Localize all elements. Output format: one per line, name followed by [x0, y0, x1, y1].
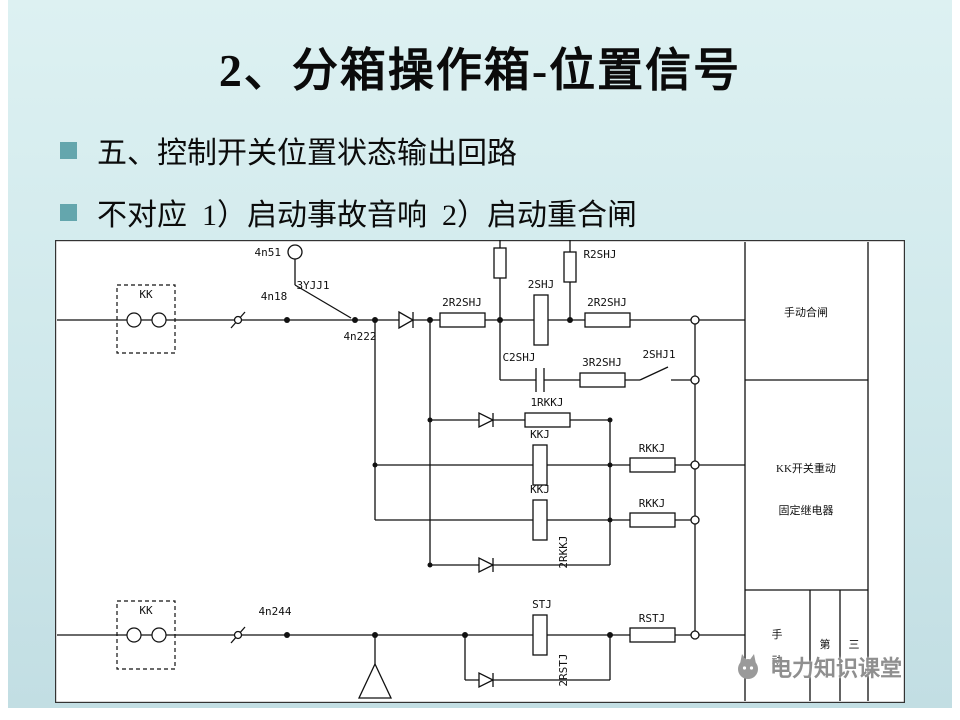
panel-label-kk-relay-line2: 固定继电器 — [779, 503, 834, 517]
panel-label-shou: 手 — [772, 627, 783, 641]
diagram-border — [55, 240, 905, 703]
label-1rkkj: 1RKKJ — [530, 396, 563, 409]
page-title: 2、分箱操作箱-位置信号 — [218, 45, 742, 96]
watermark-text: 电力知识课堂 — [770, 656, 903, 681]
label-4n51: 4n51 — [255, 246, 282, 259]
label-2r2shj-b: 2R2SHJ — [587, 296, 627, 309]
label-kkj-b: KKJ — [530, 483, 550, 496]
kk-switch-bottom — [116, 600, 176, 670]
label-kkj-a: KKJ — [530, 428, 550, 441]
label-4n18: 4n18 — [261, 290, 288, 303]
right-panel-labels: 手动合闸 KK开关重动 固定继电器 手 动 第 三 — [772, 305, 860, 667]
label-2rkkj: 2RKKJ — [557, 535, 570, 568]
label-4n222: 4n222 — [343, 330, 376, 343]
bullet-item-1: 五、控制开关位置状态输出回路 — [60, 128, 517, 172]
label-2rstj: 2RSTJ — [557, 653, 570, 686]
bullet-square-icon — [60, 203, 77, 221]
label-3yjj1: 3YJJ1 — [296, 279, 329, 292]
cat-logo-icon — [738, 654, 758, 679]
bullet-item-2: 不对应 1）启动事故音响 2）启动重合闸 — [60, 190, 637, 234]
label-kk-top: KK — [139, 288, 153, 301]
label-2shj: 2SHJ — [528, 278, 555, 291]
panel-label-san: 三 — [849, 639, 860, 651]
component-labels: 4n51 R2SHJ KK 3YJJ1 4n18 4n222 2R2SHJ 2S… — [139, 246, 675, 687]
panel-label-dong: 动 — [772, 654, 783, 667]
panel-label-kk-relay-line1: KK开关重动 — [776, 461, 836, 475]
label-2shj1: 2SHJ1 — [642, 348, 675, 361]
arrow-symbol — [357, 662, 393, 699]
label-kk-bottom: KK — [139, 604, 153, 617]
panel-label-manual-close: 手动合闸 — [784, 305, 828, 319]
label-rkkj-a: RKKJ — [639, 442, 666, 455]
label-2r2shj-a: 2R2SHJ — [442, 296, 482, 309]
label-3r2shj: 3R2SHJ — [582, 356, 622, 369]
label-rstj: RSTJ — [639, 612, 666, 625]
label-r2shj-top: R2SHJ — [583, 248, 616, 261]
diode-icon — [478, 556, 495, 574]
bullet-square-icon — [60, 141, 77, 159]
bullet-text-2: 不对应 1）启动事故音响 2）启动重合闸 — [97, 199, 637, 232]
diode-icon — [398, 310, 415, 330]
label-4n244: 4n244 — [258, 605, 291, 618]
junction-dots — [284, 317, 613, 638]
circuit-components — [233, 244, 700, 699]
kk-switch-top — [116, 284, 176, 354]
circuit-canvas: 4n51 R2SHJ KK 3YJJ1 4n18 4n222 2R2SHJ 2S… — [55, 240, 905, 703]
diode-icon — [478, 411, 495, 429]
label-rkkj-b: RKKJ — [639, 497, 666, 510]
circuit-diagram: 4n51 R2SHJ KK 3YJJ1 4n18 4n222 2R2SHJ 2S… — [55, 240, 905, 703]
panel-label-di: 第 — [820, 637, 831, 651]
bullet-text-1: 五、控制开关位置状态输出回路 — [97, 137, 517, 170]
diode-icon — [478, 671, 495, 689]
right-panel-frame — [744, 242, 869, 701]
watermark: 电力知识课堂 — [733, 651, 902, 683]
label-c2shj: C2SHJ — [502, 351, 535, 364]
terminal-4n51 — [287, 244, 303, 260]
label-stj: STJ — [532, 598, 552, 611]
